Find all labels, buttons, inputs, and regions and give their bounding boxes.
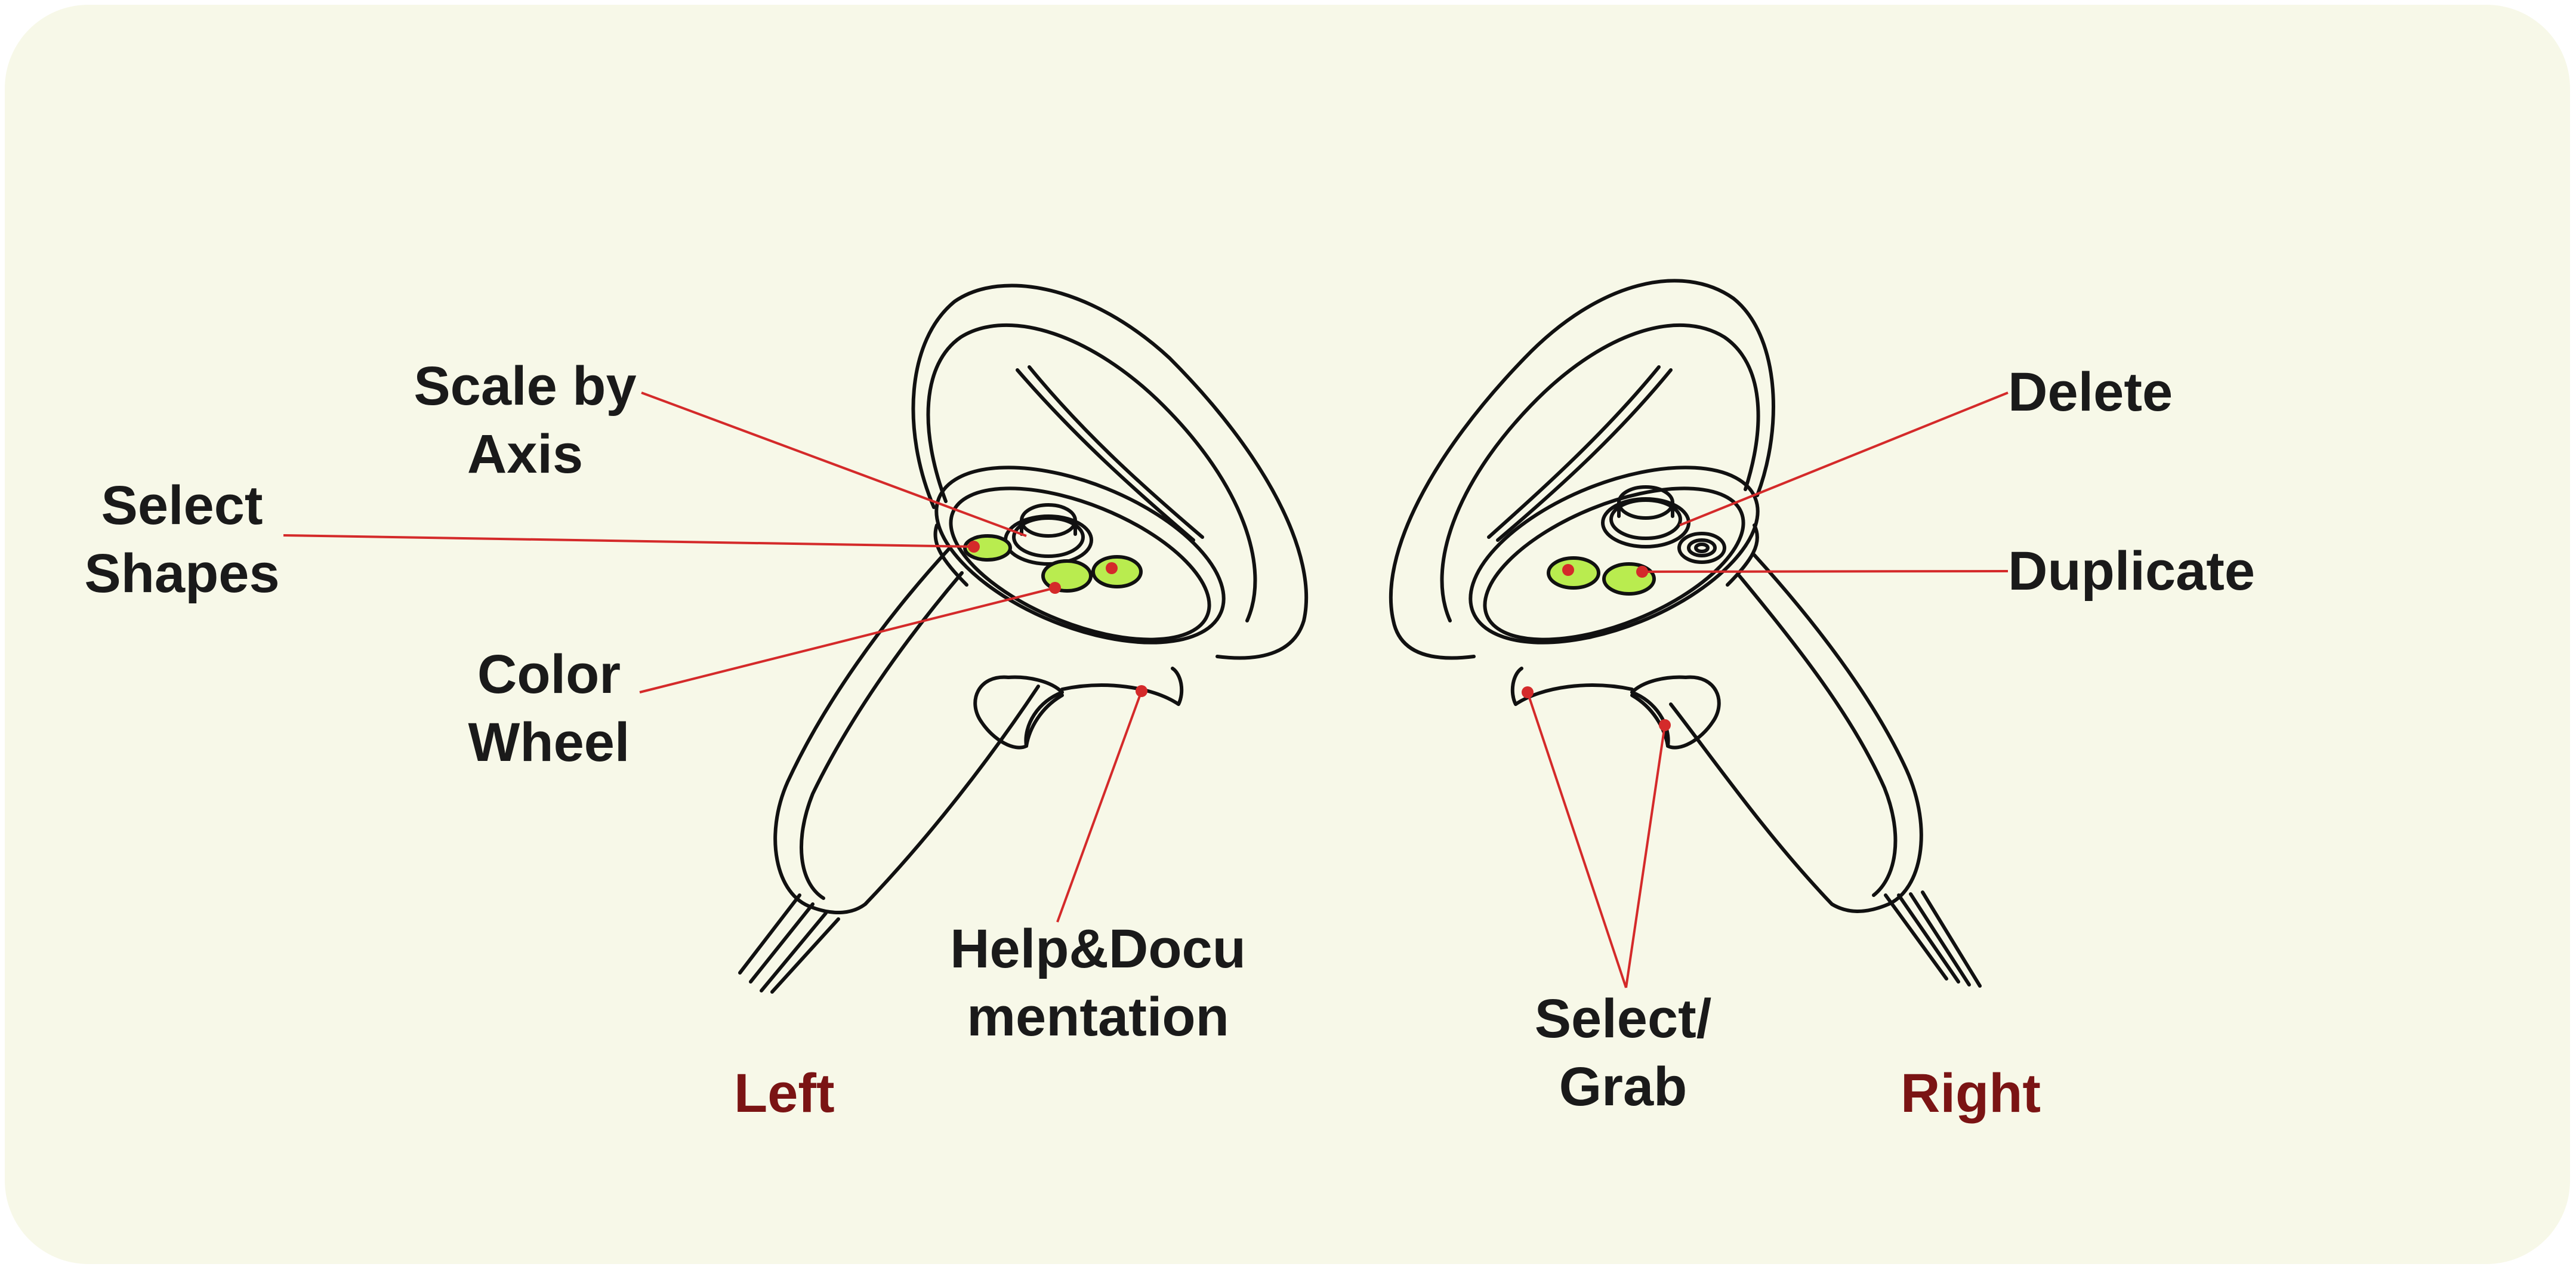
label-select-grab-line1: Select/ xyxy=(1534,988,1712,1049)
label-color-wheel-line1: Color xyxy=(477,644,621,705)
right-controller-icon xyxy=(1389,279,1982,988)
label-color-wheel-line2: Wheel xyxy=(468,712,630,773)
label-select-grab: Select/ Grab xyxy=(1492,985,1754,1121)
callout-dots xyxy=(968,541,1671,731)
right-buttons xyxy=(1547,556,1656,596)
label-select-shapes: Select Shapes xyxy=(60,471,304,608)
side-label-right: Right xyxy=(1901,1063,2041,1124)
label-select-grab-line2: Grab xyxy=(1559,1056,1687,1117)
label-help-line2: mentation xyxy=(967,987,1229,1047)
left-controller-icon xyxy=(738,283,1309,994)
label-scale-by-axis-line1: Scale by xyxy=(414,356,637,417)
label-delete: Delete xyxy=(2008,362,2173,423)
label-help-line1: Help&Docu xyxy=(950,918,1246,979)
label-scale-by-axis: Scale by Axis xyxy=(370,352,680,488)
label-select-shapes-line1: Select xyxy=(101,475,263,536)
callout-lines xyxy=(283,392,2009,988)
side-label-left: Left xyxy=(734,1063,835,1124)
label-help-documentation: Help&Docu mentation xyxy=(913,915,1283,1051)
diagram-card xyxy=(5,5,2570,1264)
label-color-wheel: Color Wheel xyxy=(436,640,662,776)
label-duplicate: Duplicate xyxy=(2008,541,2256,602)
label-scale-by-axis-line2: Axis xyxy=(467,424,584,485)
label-select-shapes-line2: Shapes xyxy=(84,543,280,604)
